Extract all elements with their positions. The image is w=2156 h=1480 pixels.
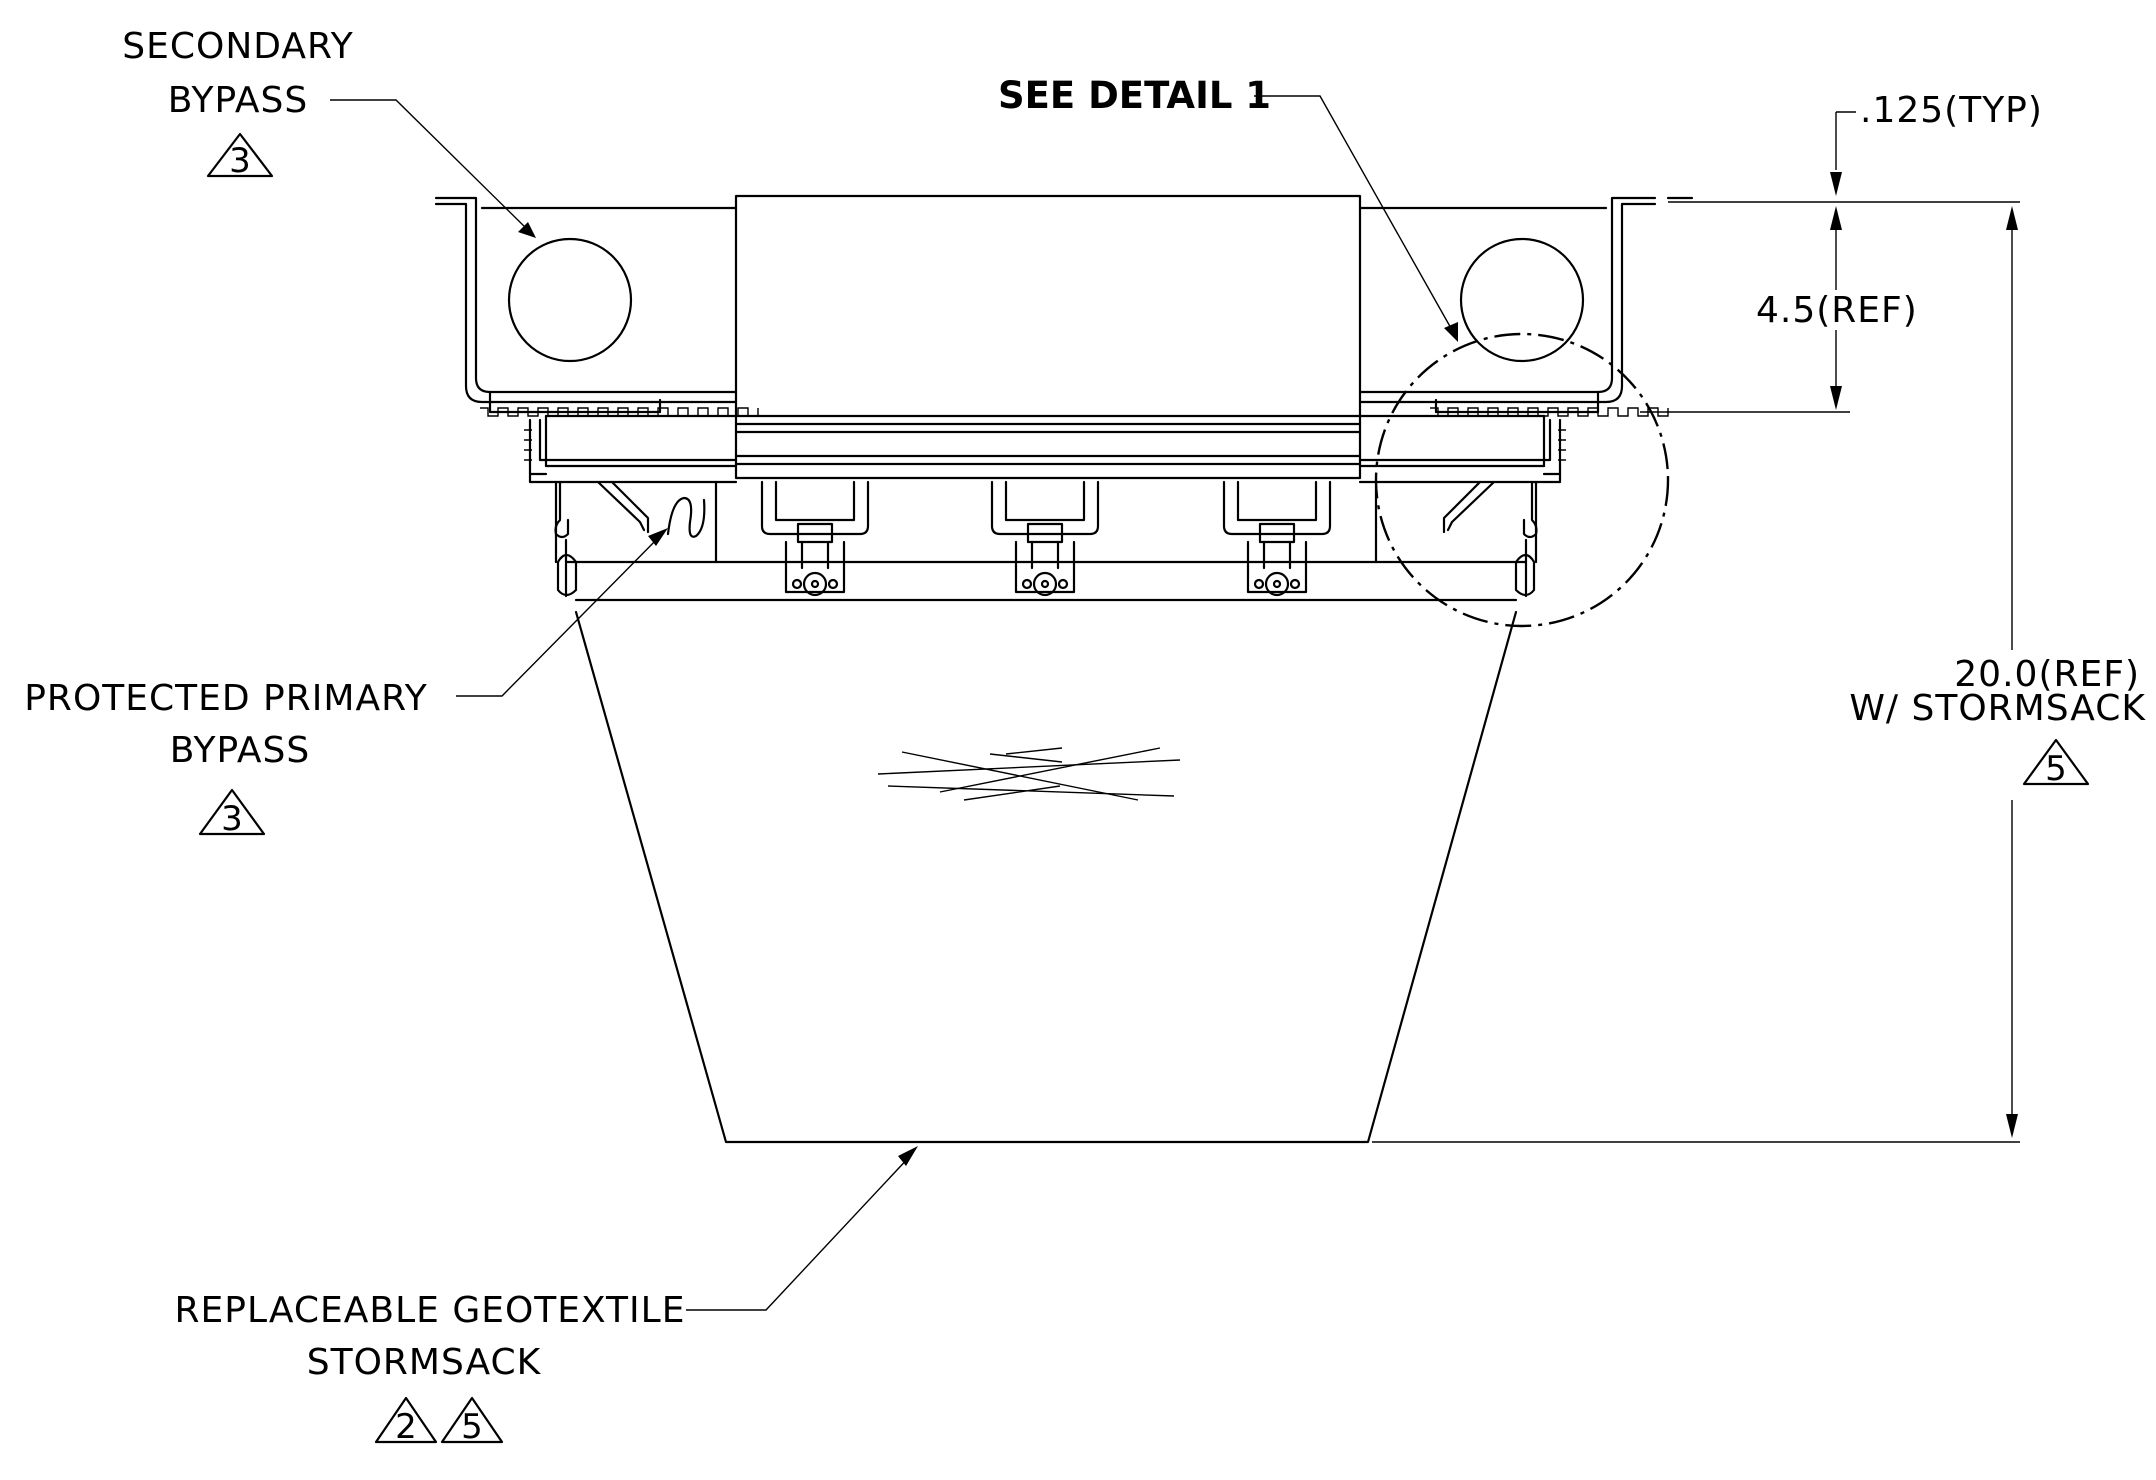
support-brackets — [596, 480, 1496, 538]
callout-secondary-bypass: SECONDARY BYPASS 3 — [122, 26, 353, 181]
detail-1-circle — [1374, 332, 1670, 628]
revision-number: 3 — [229, 141, 251, 181]
right-bypass-opening — [1459, 237, 1585, 363]
label-replaceable-geotextile: REPLACEABLE GEOTEXTILE — [175, 1290, 686, 1331]
callout-overall-height: 20.0(REF) W/ STORMSACK 5 — [1849, 654, 2146, 789]
hanger-bracket-1 — [760, 480, 870, 597]
hanger-bracket-3 — [1222, 480, 1332, 597]
label-bypass: BYPASS — [170, 730, 310, 771]
center-housing — [734, 194, 1362, 480]
hanger-bracket-2 — [990, 480, 1100, 597]
leader-lines — [330, 95, 1458, 1311]
revision-number: 5 — [2045, 749, 2067, 789]
mounting-rails — [524, 414, 1566, 564]
revision-triangle-a — [374, 1396, 438, 1444]
revision-number-b: 5 — [461, 1407, 483, 1447]
label-bypass: BYPASS — [168, 80, 308, 121]
callout-stormsack: REPLACEABLE GEOTEXTILE STORMSACK 2 5 — [175, 1290, 686, 1447]
label-overall-height: 20.0(REF) — [1954, 654, 2140, 695]
label-protected-primary: PROTECTED PRIMARY — [24, 678, 428, 719]
label-flange-height: 4.5(REF) — [1756, 290, 1918, 331]
dimension-lines — [1372, 111, 2020, 1143]
label-see-detail: SEE DETAIL 1 — [998, 74, 1271, 117]
side-clips — [554, 480, 1538, 598]
label-secondary: SECONDARY — [122, 26, 353, 67]
callout-primary-bypass: PROTECTED PRIMARY BYPASS 3 — [24, 678, 428, 839]
label-stormsack: STORMSACK — [307, 1342, 542, 1383]
revision-triangle-b — [440, 1396, 504, 1444]
label-thickness: .125(TYP) — [1860, 90, 2043, 131]
top-frame — [434, 196, 1694, 414]
revision-number: 3 — [221, 799, 243, 839]
revision-triangle — [206, 132, 274, 178]
stormsack-body — [564, 560, 1528, 1144]
revision-number-a: 2 — [395, 1407, 417, 1447]
revision-triangle — [198, 788, 266, 836]
left-bypass-opening — [507, 237, 633, 363]
revision-triangle — [2022, 738, 2090, 786]
label-with-stormsack: W/ STORMSACK — [1849, 688, 2146, 729]
